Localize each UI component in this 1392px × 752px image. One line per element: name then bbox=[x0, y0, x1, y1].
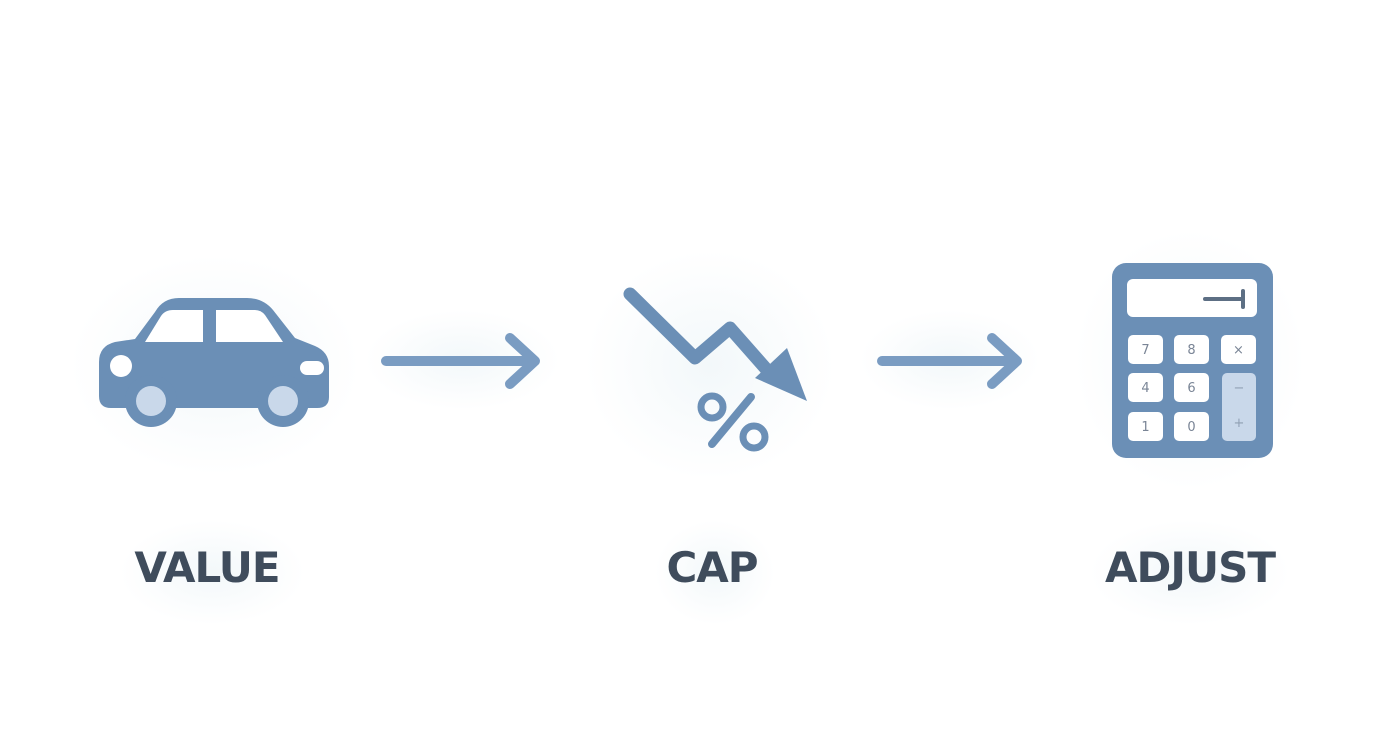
percent-sign bbox=[697, 392, 769, 452]
calculator-key-label: 4 bbox=[1141, 381, 1149, 396]
calculator-key: 1 bbox=[1128, 412, 1163, 441]
trend-down-percent-icon bbox=[623, 287, 807, 452]
step-label-cap: CAP bbox=[666, 543, 758, 592]
car-hubcap-front bbox=[136, 386, 166, 416]
label-adjust-halo bbox=[1090, 520, 1290, 625]
calculator-key-label: + bbox=[1234, 416, 1245, 431]
calculator-key-label: 7 bbox=[1141, 343, 1149, 358]
label-cap-halo bbox=[655, 520, 775, 625]
calculator-key-label: × bbox=[1233, 343, 1244, 358]
calculator-icon: 7 8 × 4 6 − + bbox=[1112, 263, 1273, 458]
step-label-value: VALUE bbox=[134, 543, 280, 592]
trend-arrowhead bbox=[755, 348, 807, 401]
calculator-key-tall: − + bbox=[1222, 373, 1256, 441]
calculator-key: 0 bbox=[1174, 412, 1209, 441]
calculator-key: 7 bbox=[1128, 335, 1163, 364]
car-headlight bbox=[110, 355, 132, 377]
car-icon bbox=[99, 298, 329, 427]
car-window-front bbox=[145, 310, 203, 342]
calculator-key-label: − bbox=[1234, 381, 1245, 396]
calculator-key: 6 bbox=[1174, 373, 1209, 402]
step-label-adjust: ADJUST bbox=[1105, 543, 1276, 592]
calculator-key-label: 6 bbox=[1187, 381, 1195, 396]
calculator-key-label: 1 bbox=[1141, 420, 1149, 435]
calculator-key: × bbox=[1221, 335, 1256, 364]
calculator-display bbox=[1127, 279, 1257, 317]
calculator-key: 8 bbox=[1174, 335, 1209, 364]
arrow-right-icon bbox=[381, 333, 540, 389]
car-taillight bbox=[300, 361, 324, 375]
calculator-key: 4 bbox=[1128, 373, 1163, 402]
car-hubcap-rear bbox=[268, 386, 298, 416]
calculator-key-label: 0 bbox=[1187, 420, 1195, 435]
label-value-halo bbox=[120, 520, 305, 625]
trend-line bbox=[623, 287, 774, 377]
arrow-right-icon bbox=[877, 333, 1022, 389]
calculator-key-label: 8 bbox=[1187, 343, 1195, 358]
car-window-rear bbox=[216, 310, 283, 342]
